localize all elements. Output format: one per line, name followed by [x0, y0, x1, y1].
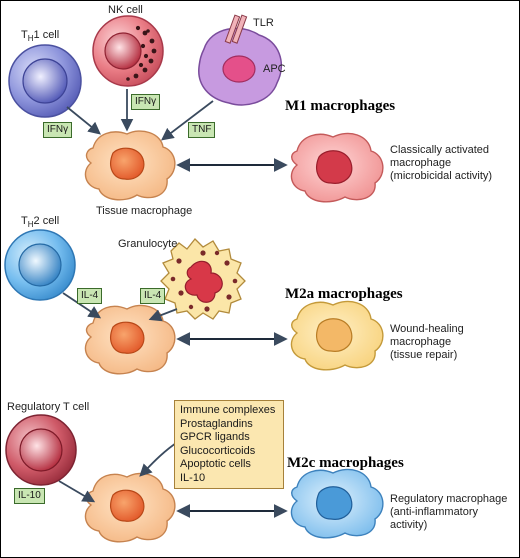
granulocyte-label: Granulocyte	[118, 238, 178, 250]
tissue-macrophage-m1	[84, 130, 176, 201]
m1-macrophage	[290, 132, 384, 203]
th1-cell	[8, 44, 82, 118]
m2c-heading: M2c macrophages	[287, 455, 404, 471]
il4-granulocyte-tag: IL-4	[140, 288, 166, 304]
input-arrows	[58, 89, 214, 503]
nk-cell	[92, 15, 164, 87]
tissue-macrophage-m2c	[84, 472, 176, 543]
polarization-arrows	[176, 158, 288, 518]
m2c-signals-box: Immune complexes Prostaglandins GPCR lig…	[174, 400, 284, 489]
ifng-th1-tag: IFNγ	[43, 122, 73, 138]
signal-item: Prostaglandins	[180, 417, 253, 430]
signal-item: Apoptotic cells	[180, 458, 251, 470]
th2-cell	[4, 229, 76, 301]
th2-cell-label: TH2 cell	[21, 215, 60, 230]
tnf-tag: TNF	[188, 122, 216, 138]
il4-th2-tag: IL-4	[77, 288, 103, 304]
tissue-macrophage-m2a	[84, 304, 176, 375]
treg-cell-label: Regulatory T cell	[7, 401, 90, 413]
m2a-heading: M2a macrophages	[285, 286, 403, 302]
signal-item: IL-10	[180, 471, 206, 484]
signal-item: GPCR ligands	[180, 431, 250, 443]
m2a-macrophage	[290, 300, 384, 371]
th1-cell-label: TH1 cell	[21, 29, 60, 44]
apc-label: APC	[263, 63, 286, 75]
il10-tag: IL-10	[14, 488, 45, 504]
signal-item: Glucocorticoids	[180, 444, 256, 457]
tissue-macrophage-label: Tissue macrophage	[96, 205, 193, 217]
m1-heading: M1 macrophages	[285, 98, 396, 114]
ifng-nk-tag: IFNγ	[131, 94, 161, 110]
signal-item: Immune complexes	[180, 404, 276, 416]
m2c-macrophage	[290, 468, 384, 539]
nk-cell-label: NK cell	[108, 4, 143, 16]
apc-cell	[198, 14, 282, 106]
tlr-label: TLR	[253, 17, 274, 29]
granulocyte-cell	[160, 238, 246, 320]
treg-cell	[5, 414, 77, 486]
